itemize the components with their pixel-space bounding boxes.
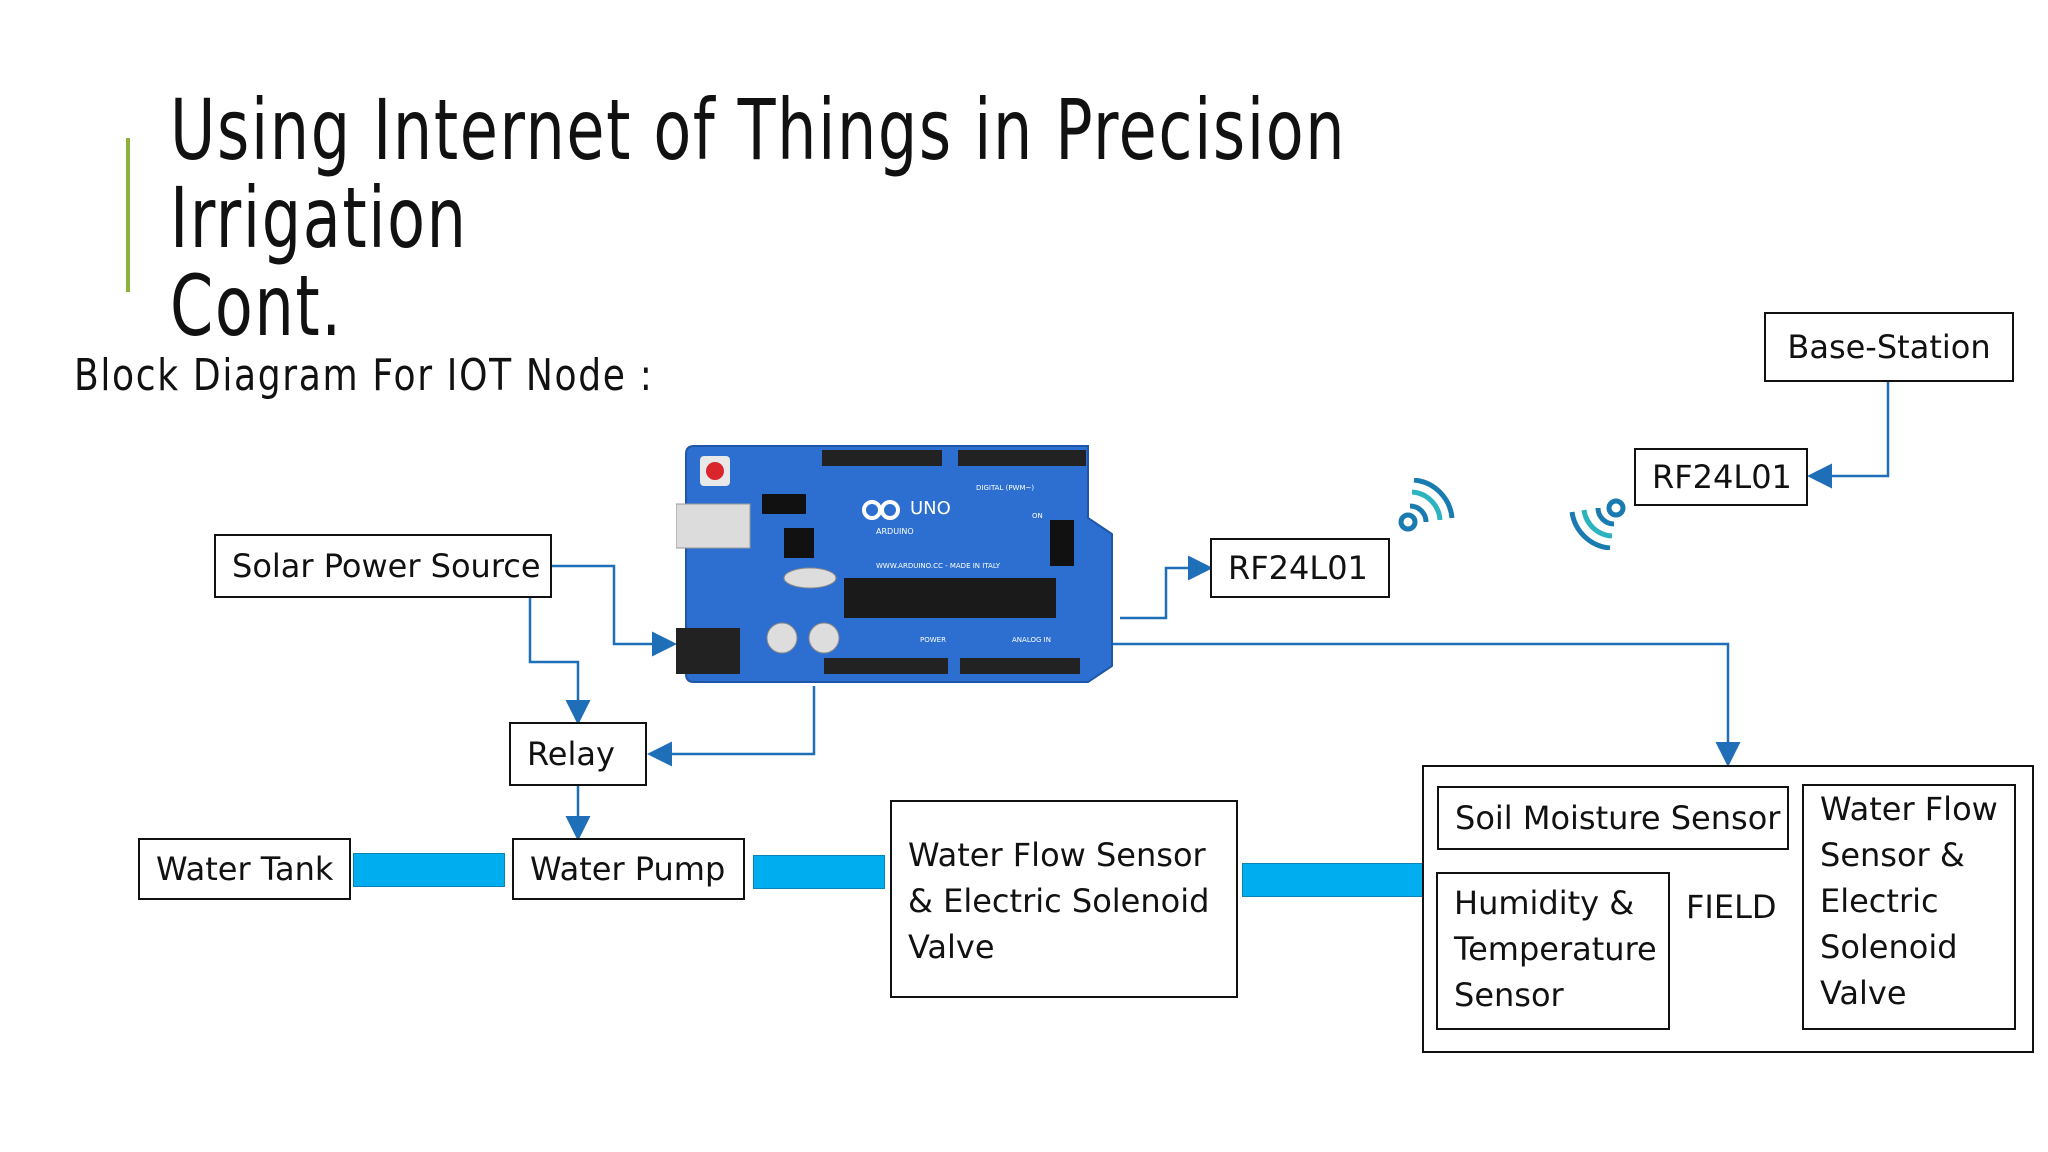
field-valve-line-2: Sensor & xyxy=(1820,836,1965,874)
arduino-on-label: ON xyxy=(1032,512,1043,520)
arduino-uno-board: UNO ARDUINO WWW.ARDUINO.CC - MADE IN ITA… xyxy=(676,445,1113,683)
solar-power-source-block: Solar Power Source xyxy=(214,534,552,598)
arduino-site-label: WWW.ARDUINO.CC - MADE IN ITALY xyxy=(876,562,1001,570)
water-flow-sensor-valve-block: Water Flow Sensor & Electric Solenoid Va… xyxy=(890,800,1238,998)
arduino-model-label: UNO xyxy=(910,498,951,519)
water-pump-block: Water Pump xyxy=(512,838,745,900)
field-label: FIELD xyxy=(1686,888,1777,926)
flow-valve-line-1: Water Flow Sensor xyxy=(908,836,1206,874)
arduino-analog-label: ANALOG IN xyxy=(1012,636,1051,644)
title-line-1: Using Internet of Things in Precision Ir… xyxy=(170,81,1347,267)
field-valve-line-3: Electric xyxy=(1820,882,1939,920)
arduino-digital-label: DIGITAL (PWM~) xyxy=(976,484,1034,492)
field-water-flow-valve-block: Water Flow Sensor & Electric Solenoid Va… xyxy=(1802,784,2016,1030)
microcontroller-chip-icon xyxy=(844,578,1056,618)
rf24l01-base-block: RF24L01 xyxy=(1634,448,1808,506)
soil-moisture-sensor-block: Soil Moisture Sensor xyxy=(1437,786,1789,850)
arduino-infinity-logo-icon xyxy=(862,500,900,520)
humidity-line-3: Sensor xyxy=(1454,976,1564,1014)
field-valve-line-1: Water Flow xyxy=(1820,790,1998,828)
humidity-line-1: Humidity & xyxy=(1454,884,1635,922)
arduino-to-field-line xyxy=(1112,642,1741,767)
solar-to-arduino-line xyxy=(552,564,677,657)
field-valve-line-4: Solenoid xyxy=(1820,928,1958,966)
wireless-signal-node-icon xyxy=(1398,478,1455,532)
slide-subtitle: Block Diagram For IOT Node : xyxy=(74,350,654,401)
title-line-2: Cont. xyxy=(170,257,343,355)
usb-port-icon xyxy=(676,503,751,549)
relay-block: Relay xyxy=(509,722,647,786)
wireless-signal-base-icon xyxy=(1569,498,1626,550)
arduino-brand-label: ARDUINO xyxy=(876,527,914,536)
rf24l01-node-block: RF24L01 xyxy=(1210,538,1390,598)
arduino-to-rf-line xyxy=(1120,555,1213,620)
slide-title: Using Internet of Things in Precision Ir… xyxy=(170,86,1646,350)
pipe-valve-to-field xyxy=(1242,863,1424,897)
title-accent-bar xyxy=(126,138,130,292)
arduino-power-label: POWER xyxy=(920,636,946,644)
solar-to-relay-line xyxy=(528,598,591,725)
humidity-temperature-sensor-block: Humidity & Temperature Sensor xyxy=(1436,872,1670,1030)
pipe-pump-to-valve xyxy=(753,855,885,889)
water-tank-block: Water Tank xyxy=(138,838,351,900)
arduino-to-relay-line xyxy=(647,686,816,767)
field-valve-line-5: Valve xyxy=(1820,974,1907,1012)
pipe-tank-to-pump xyxy=(353,853,505,887)
field-container xyxy=(1422,765,2034,1053)
base-station-block: Base-Station xyxy=(1764,312,2014,382)
flow-valve-line-3: Valve xyxy=(908,928,995,966)
base-to-rf-line xyxy=(1807,382,1890,489)
power-jack-icon xyxy=(676,628,740,674)
reset-button-icon xyxy=(706,462,724,480)
humidity-line-2: Temperature xyxy=(1454,930,1657,968)
flow-valve-line-2: & Electric Solenoid xyxy=(908,882,1210,920)
